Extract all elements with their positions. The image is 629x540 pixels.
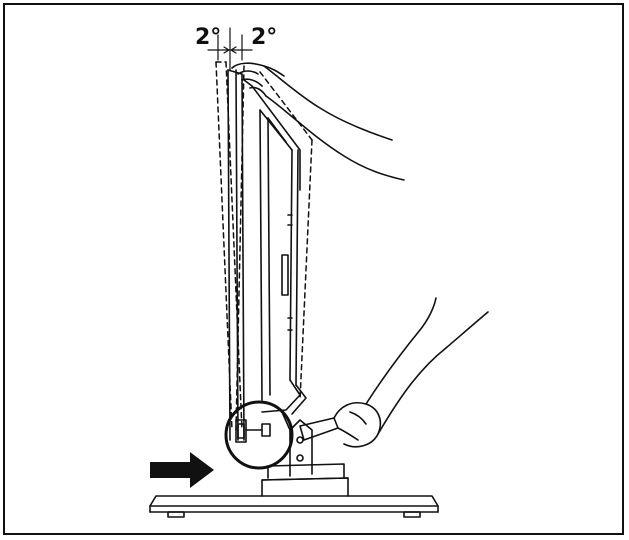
magnifier-circle-icon: [224, 400, 294, 470]
tv-stand: [149, 411, 439, 518]
upper-hand-icon: [231, 62, 405, 181]
tilt-forward-label: 2°: [195, 25, 221, 50]
tv-panel-side-view: [227, 69, 307, 441]
tilt-backward-label: 2°: [251, 25, 277, 50]
tilt-backward-outline: [235, 65, 313, 431]
pivot-detail: [235, 419, 271, 443]
right-arrow-icon: [150, 452, 214, 488]
angle-guides: [207, 27, 253, 71]
illustration-frame: [3, 3, 624, 535]
lower-hand-icon: [299, 297, 489, 448]
